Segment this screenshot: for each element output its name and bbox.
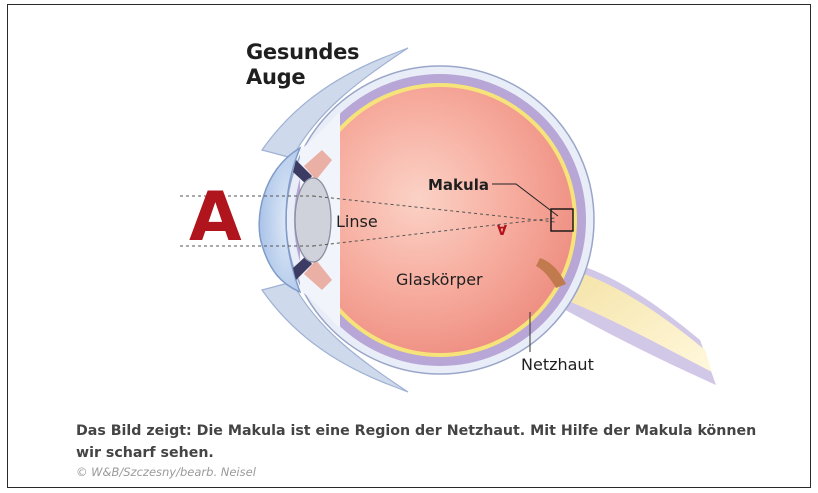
object-letter: A: [189, 184, 242, 252]
eye-diagram: A: [0, 0, 818, 420]
vitreous-label: Glaskörper: [396, 270, 483, 289]
inverted-image-letter: A: [497, 221, 507, 236]
retina-label: Netzhaut: [521, 355, 594, 374]
lens-label: Linse: [336, 212, 378, 231]
macula-label: Makula: [428, 176, 489, 194]
figure-caption: Das Bild zeigt: Die Makula ist eine Regi…: [76, 420, 776, 464]
diagram-title-line1: Gesundes: [246, 40, 359, 64]
lens: [295, 178, 331, 262]
diagram-title-line2: Auge: [246, 65, 305, 89]
image-credit: © W&B/Szczesny/bearb. Neisel: [76, 465, 256, 479]
